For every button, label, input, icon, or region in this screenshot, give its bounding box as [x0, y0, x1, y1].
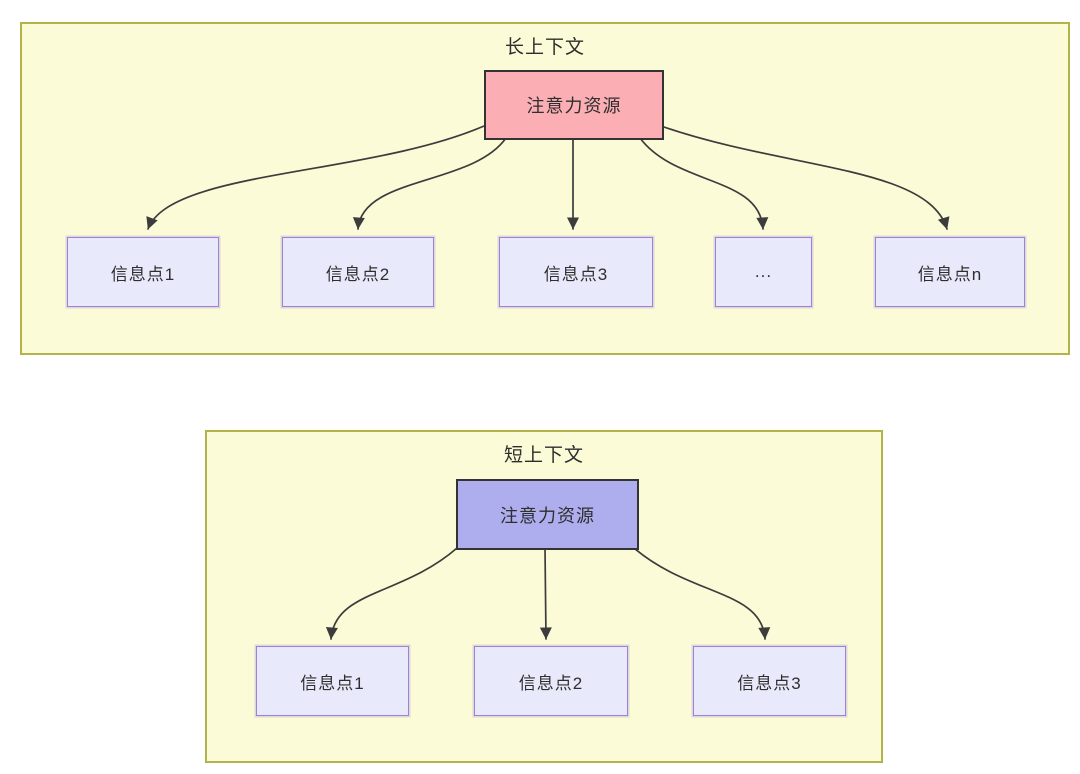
info-node-short-1-label: 信息点1 [300, 673, 365, 693]
info-node-short-1: 信息点1 [256, 646, 409, 716]
attention-node-short-label: 注意力资源 [500, 505, 595, 526]
info-node-long-2: 信息点2 [282, 237, 434, 307]
panel-short-context: 短上下文 注意力资源 信息点1 信息点2 信息点3 [205, 430, 883, 763]
info-node-long-2-label: 信息点2 [325, 264, 391, 284]
info-node-long-ellipsis: ... [715, 237, 812, 307]
attention-node-long-label: 注意力资源 [526, 96, 622, 116]
panel-long-title: 长上下文 [504, 37, 585, 58]
attention-node-long: 注意力资源 [484, 70, 664, 140]
info-node-short-2: 信息点2 [474, 646, 628, 716]
panel-long-context: 长上下文 注意力资源 信息点1 信息点2 信息点3 ... 信息点n [20, 22, 1070, 355]
info-node-short-3: 信息点3 [693, 646, 846, 716]
info-node-long-n: 信息点n [875, 237, 1025, 307]
info-node-long-n-label: 信息点n [917, 264, 983, 284]
panel-short-title: 短上下文 [503, 445, 584, 466]
attention-node-short: 注意力资源 [456, 479, 639, 550]
info-node-short-2-label: 信息点2 [518, 673, 584, 693]
info-node-long-1-label: 信息点1 [110, 264, 176, 284]
info-node-long-3: 信息点3 [499, 237, 653, 307]
info-node-long-1: 信息点1 [67, 237, 219, 307]
info-node-long-ellipsis-label: ... [754, 262, 773, 281]
info-node-short-3-label: 信息点3 [737, 673, 802, 693]
info-node-long-3-label: 信息点3 [543, 264, 609, 284]
